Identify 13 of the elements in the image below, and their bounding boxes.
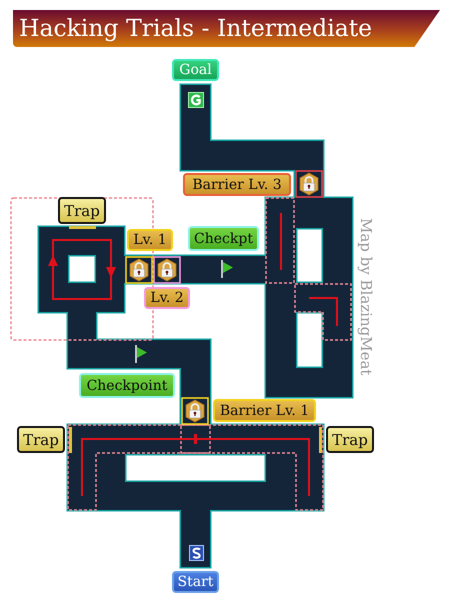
label-tag: Lv. 1	[127, 229, 173, 251]
label-tag: Checkpt	[188, 226, 259, 251]
label-tag: Goal	[172, 59, 219, 81]
label-tag: Checkpoint	[79, 373, 175, 398]
label-tag: Barrier Lv. 3	[183, 173, 291, 196]
label-tag: Barrier Lv. 1	[213, 399, 316, 422]
title-banner: Hacking Trials - Intermediate	[13, 10, 440, 47]
label-tag: Trap	[58, 197, 106, 224]
label-tag: Trap	[17, 426, 65, 453]
label-tag: Trap	[326, 426, 374, 453]
label-tag: Start	[172, 571, 219, 593]
credit-text: Map by BlazingMeat	[357, 218, 375, 376]
label-tag: Lv. 2	[144, 287, 190, 309]
